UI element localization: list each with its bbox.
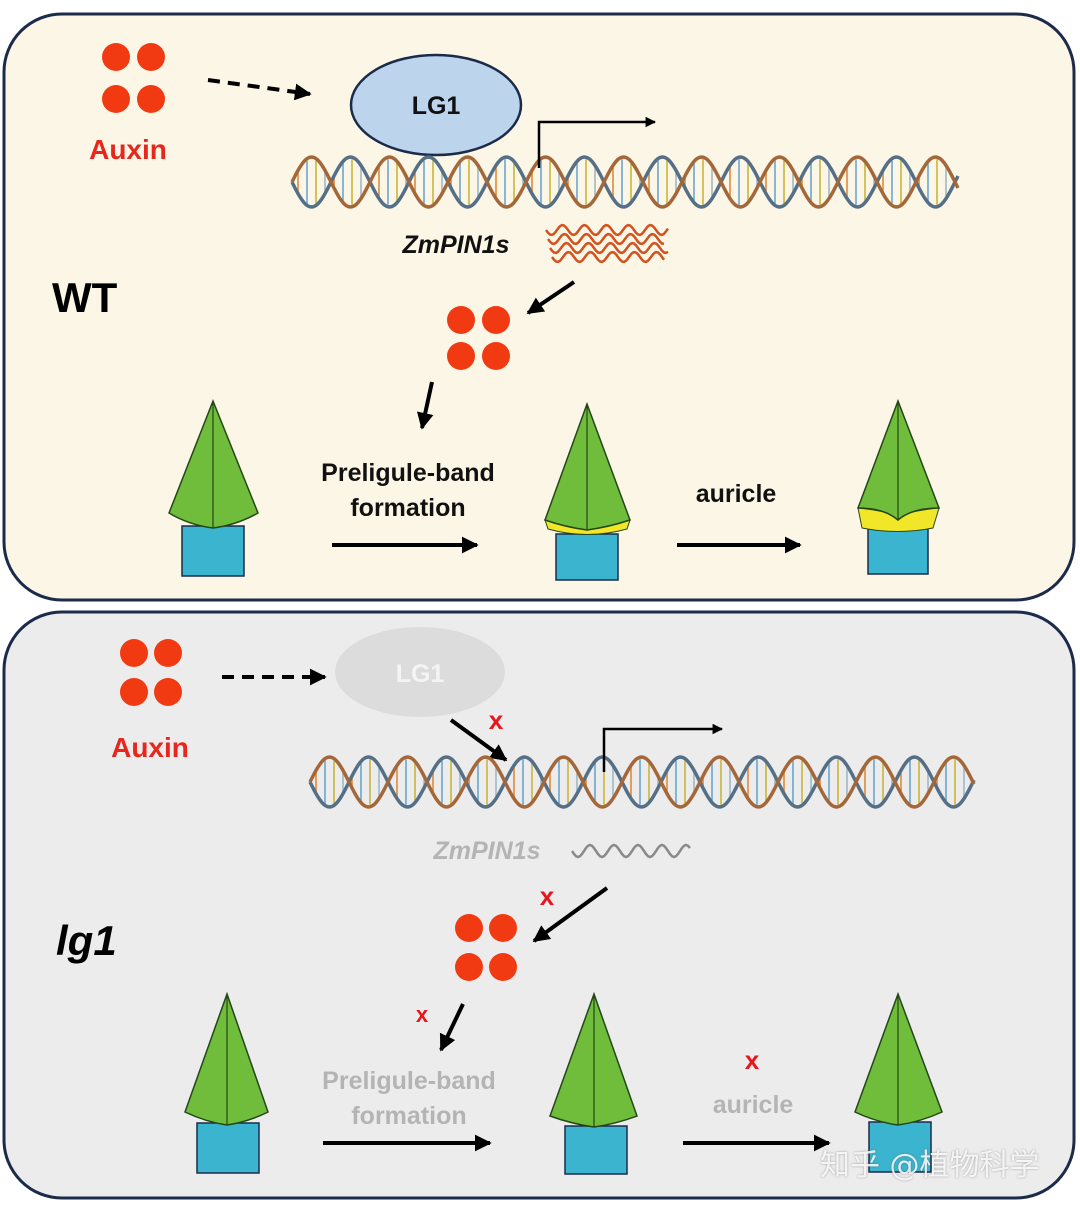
step2-label: auricle — [696, 480, 777, 508]
gene-label-faded: ZmPIN1s — [433, 837, 541, 865]
step1-label-line2: formation — [350, 494, 465, 522]
lg1-panel-background — [2, 610, 1076, 1200]
step1-label-line1: Preligule-band — [321, 459, 495, 487]
arrow-mrna-to-auxin — [532, 886, 609, 943]
genotype-label: WT — [52, 274, 118, 321]
transcription-start-arrow — [602, 723, 724, 772]
step1-label-line1: Preligule-band — [322, 1067, 496, 1095]
lg1-protein-faded — [335, 627, 505, 717]
dna-helix — [308, 755, 976, 809]
block-mark-auricle: x — [745, 1045, 760, 1075]
auxin-label: Auxin — [89, 134, 167, 165]
leaf-stage-1 — [168, 398, 259, 577]
block-mark-lg1: x — [489, 705, 504, 735]
arrow-auxin-to-band — [439, 1003, 465, 1052]
gene-label: ZmPIN1s — [402, 231, 510, 259]
lg1-label: LG1 — [396, 660, 445, 688]
leaf-stage-2 — [544, 401, 631, 581]
watermark: 知乎 @植物科学 — [820, 1148, 1040, 1183]
step1-label-line2: formation — [351, 1102, 466, 1130]
leaf-stage-2 — [549, 991, 638, 1175]
block-mark-auxin: x — [416, 1002, 429, 1027]
arrow-auxin-to-band — [417, 381, 434, 430]
arrow-lg1-to-dna — [449, 718, 508, 762]
lg1-protein — [349, 53, 523, 157]
mrna-transcript-faded — [570, 843, 691, 859]
dna-helix — [290, 155, 960, 209]
genotype-label: lg1 — [56, 917, 117, 964]
leaf-stage-3 — [854, 991, 943, 1173]
leaf-stage-3 — [856, 398, 941, 575]
dashed-arrow — [207, 78, 312, 101]
auxin-label: Auxin — [111, 732, 189, 763]
leaf-stage-1 — [184, 991, 269, 1174]
wt-panel: Auxin LG1 ZmPIN1s WT — [2, 12, 1076, 602]
lg1-panel: Auxin LG1 x ZmPIN1s lg1 x x Preligule- — [2, 610, 1076, 1200]
auxin-dots-top — [120, 639, 182, 706]
step2-label: auricle — [713, 1091, 794, 1119]
auxin-dots-middle — [455, 914, 517, 981]
lg1-label: LG1 — [412, 92, 461, 120]
transcription-start-arrow — [537, 116, 657, 168]
auxin-dots-top — [102, 43, 165, 113]
arrow-mrna-to-auxin — [526, 280, 576, 315]
mrna-transcripts — [544, 223, 670, 264]
block-mark-transcript: x — [540, 881, 555, 911]
auxin-dots-middle — [447, 306, 510, 370]
